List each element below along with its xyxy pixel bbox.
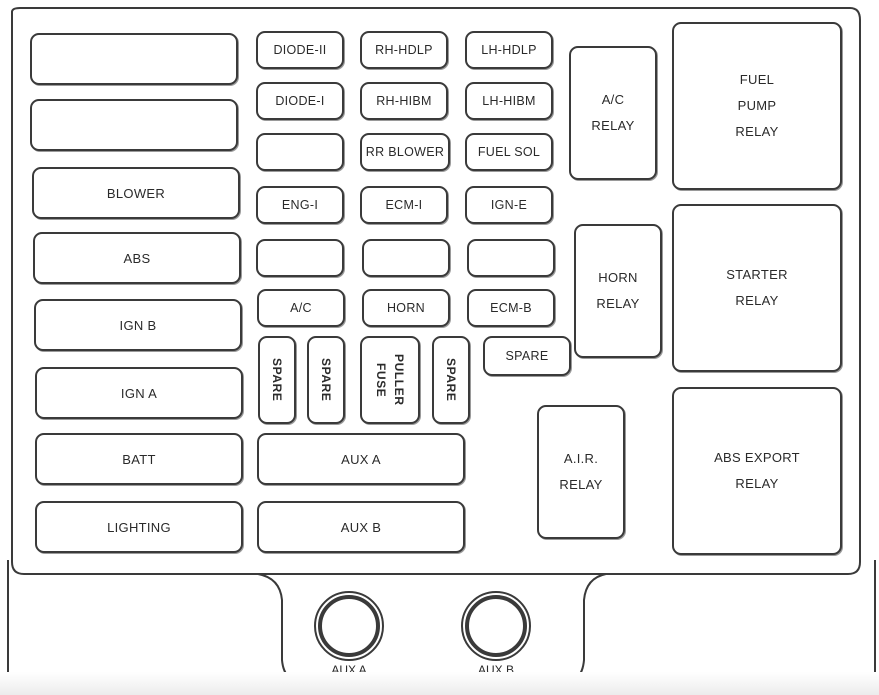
fuse-slot-blank-1 xyxy=(256,133,344,171)
fuse-slot-left-2 xyxy=(30,99,238,151)
fuse-slot-blank-3 xyxy=(362,239,450,277)
relay-fuel-pump: FUEL PUMP RELAY xyxy=(672,22,842,190)
fuse-label: AUX B xyxy=(340,519,382,535)
fuse-label: RH-HIBM xyxy=(376,93,432,108)
fuse-spare-horizontal: SPARE xyxy=(483,336,571,376)
relay-air: A.I.R. RELAY xyxy=(537,405,625,539)
bottom-edge-shadow xyxy=(0,672,879,695)
fuse-blower: BLOWER xyxy=(32,167,240,219)
fuse-label: ENG-I xyxy=(281,197,319,212)
fuse-fuel-sol: FUEL SOL xyxy=(465,133,553,171)
fuse-ign-e: IGN-E xyxy=(465,186,553,224)
fuse-slot-blank-2 xyxy=(256,239,344,277)
fuse-label: A/C xyxy=(290,300,312,315)
relay-label-line: PUMP xyxy=(737,98,777,113)
fuse-spare-vertical-1: SPARE xyxy=(258,336,296,424)
relay-label-line: A/C xyxy=(601,92,625,107)
relay-label-line: RELAY xyxy=(735,476,779,491)
fuse-ecm-b: ECM-B xyxy=(467,289,555,327)
fuse-rh-hibm: RH-HIBM xyxy=(360,82,448,120)
fuse-label: IGN-E xyxy=(490,197,528,212)
stud-housing xyxy=(7,560,876,689)
fuse-ac: A/C xyxy=(257,289,345,327)
stud-aux-a-inner xyxy=(318,595,380,657)
fuse-puller-label-1: FUSE xyxy=(374,362,388,398)
relay-label-line: FUEL xyxy=(739,72,775,87)
fuse-label: DIODE-II xyxy=(273,42,327,57)
fuse-batt: BATT xyxy=(35,433,243,485)
fuse-aux-b: AUX B xyxy=(257,501,465,553)
relay-label-line: A.I.R. xyxy=(563,451,599,466)
fuse-lh-hibm: LH-HIBM xyxy=(465,82,553,120)
stud-aux-b-outer xyxy=(461,591,531,661)
fuse-spare-vertical-3: SPARE xyxy=(432,336,470,424)
relay-label-line: ABS EXPORT xyxy=(714,450,800,465)
fuse-label: LIGHTING xyxy=(107,519,171,535)
fuse-label: ECM-B xyxy=(490,300,532,315)
fuse-label: LH-HDLP xyxy=(481,42,537,57)
fuse-label: LH-HIBM xyxy=(482,93,536,108)
relay-starter: STARTER RELAY xyxy=(672,204,842,372)
fuse-horn: HORN xyxy=(362,289,450,327)
relay-label-line: RELAY xyxy=(591,118,635,133)
fuse-eng-i: ENG-I xyxy=(256,186,344,224)
relay-label-line: RELAY xyxy=(596,296,640,311)
fuse-abs: ABS xyxy=(33,232,241,284)
relay-abs-export: ABS EXPORT RELAY xyxy=(672,387,842,555)
relay-label-line: RELAY xyxy=(735,293,779,308)
fuse-lighting: LIGHTING xyxy=(35,501,243,553)
fuse-slot-left-1 xyxy=(30,33,238,85)
fuse-label: ABS xyxy=(123,250,151,266)
fuse-puller-label-2: PULLER xyxy=(392,354,406,406)
fuse-label: BLOWER xyxy=(106,185,166,201)
fuse-label: SPARE xyxy=(270,358,284,402)
relay-horn: HORN RELAY xyxy=(574,224,662,358)
fuse-label: BATT xyxy=(122,451,156,467)
relay-label-line: HORN xyxy=(598,270,638,285)
relay-ac: A/C RELAY xyxy=(569,46,657,180)
fuse-label: HORN xyxy=(386,300,425,315)
fuse-ign-a: IGN A xyxy=(35,367,243,419)
fuse-label: FUEL SOL xyxy=(477,144,541,159)
fuse-label: AUX A xyxy=(341,451,381,467)
fuse-label: SPARE xyxy=(444,358,458,402)
fuse-label: IGN A xyxy=(120,385,158,401)
fuse-label: IGN B xyxy=(119,317,157,333)
stud-aux-b-inner xyxy=(465,595,527,657)
relay-label-line: RELAY xyxy=(559,477,603,492)
fuse-slot-blank-4 xyxy=(467,239,555,277)
fuse-label: RH-HDLP xyxy=(375,42,433,57)
fuse-spare-vertical-2: SPARE xyxy=(307,336,345,424)
relay-label-line: STARTER xyxy=(726,267,788,282)
fuse-label: DIODE-I xyxy=(275,93,325,108)
fuse-label: SPARE xyxy=(319,358,333,402)
fuse-ign-b: IGN B xyxy=(34,299,242,351)
relay-label-line: RELAY xyxy=(735,124,779,139)
fuse-label: SPARE xyxy=(505,348,549,363)
fuse-ecm-i: ECM-I xyxy=(360,186,448,224)
fuse-rh-hdlp: RH-HDLP xyxy=(360,31,448,69)
fuse-label: ECM-I xyxy=(385,197,423,212)
fuse-puller: FUSE PULLER xyxy=(360,336,420,424)
fuse-rr-blower: RR BLOWER xyxy=(360,133,450,171)
fuse-diode-ii: DIODE-II xyxy=(256,31,344,69)
housing-outer xyxy=(11,7,861,575)
fuse-aux-a: AUX A xyxy=(257,433,465,485)
stud-aux-a-outer xyxy=(314,591,384,661)
fuse-label: RR BLOWER xyxy=(365,144,445,159)
fuse-diode-i: DIODE-I xyxy=(256,82,344,120)
fuse-lh-hdlp: LH-HDLP xyxy=(465,31,553,69)
